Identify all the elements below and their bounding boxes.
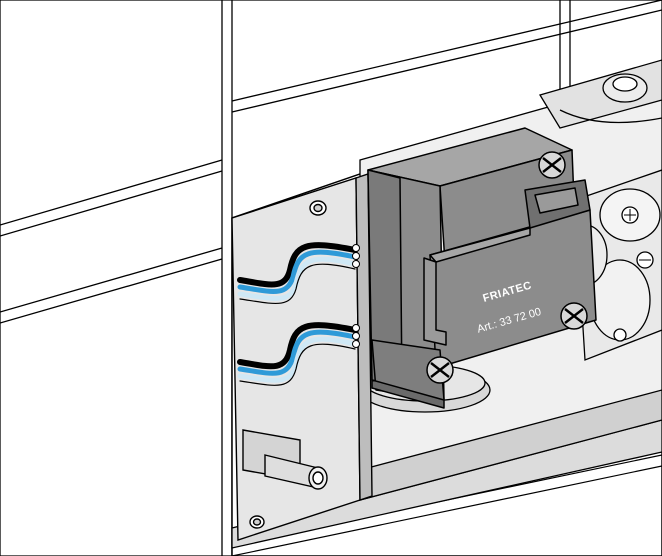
screw-top [538, 151, 566, 179]
screw-right [560, 302, 588, 330]
solenoid-module [367, 127, 597, 409]
screw-bottom [426, 356, 454, 384]
cable-bundles [237, 242, 360, 386]
mounting-plate [231, 173, 373, 541]
